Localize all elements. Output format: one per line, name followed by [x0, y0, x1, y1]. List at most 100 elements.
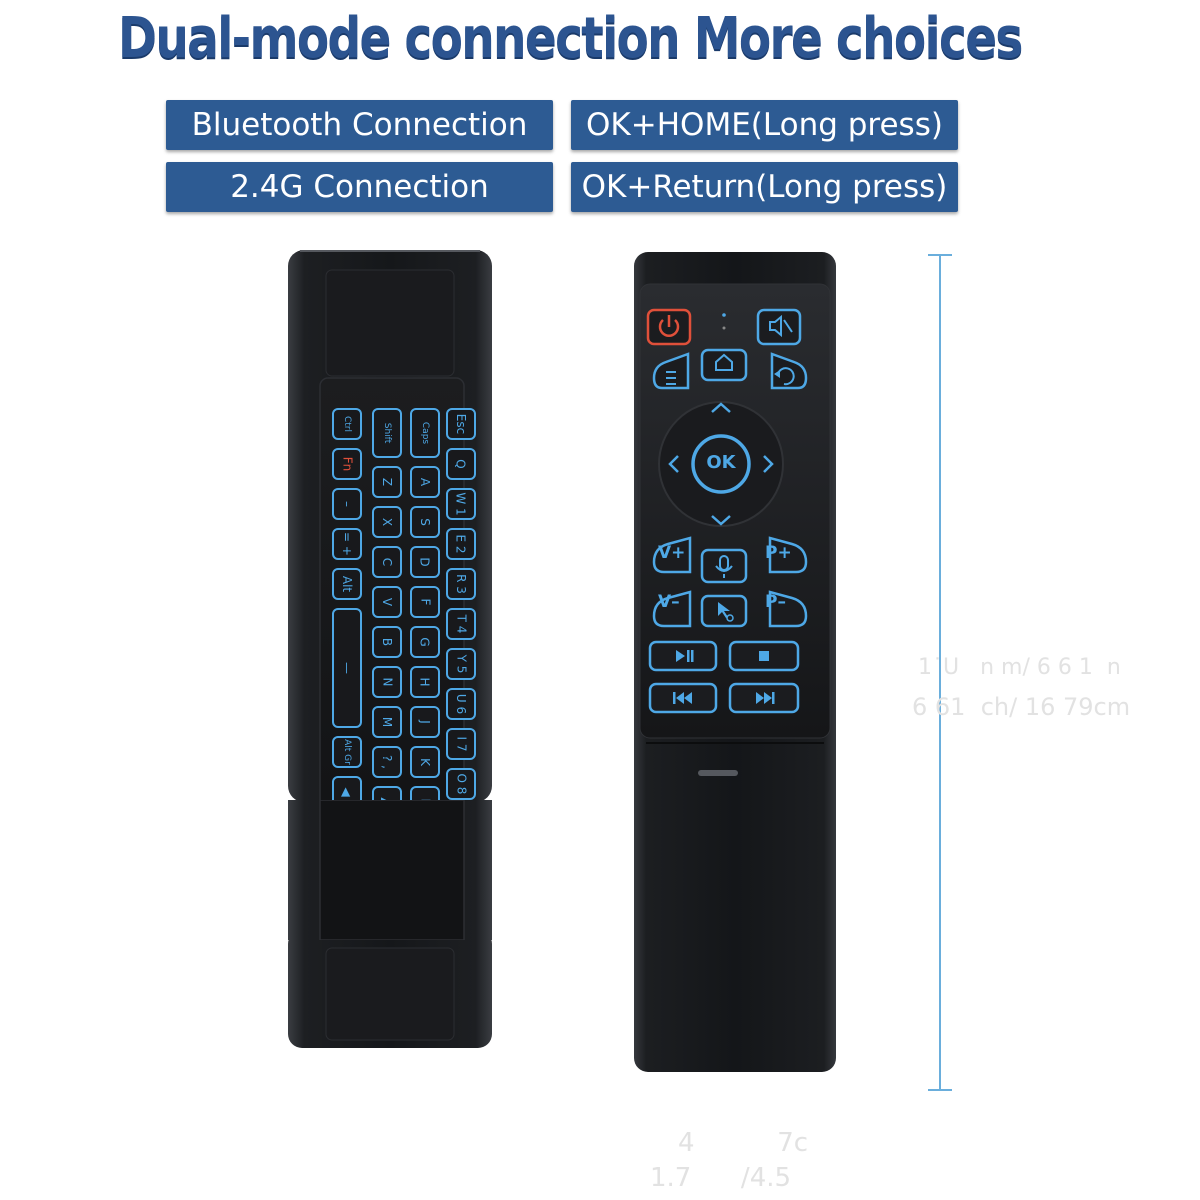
mode-box-24g: 2.4G Connection — [166, 162, 553, 212]
keyboard-key-label: C — [379, 557, 394, 567]
rewind-button[interactable] — [648, 682, 718, 714]
keyboard-key[interactable]: B — [372, 626, 402, 658]
keyboard-key[interactable]: N — [372, 666, 402, 698]
keyboard-key[interactable]: — — [332, 608, 362, 728]
keyboard-key-label: Z — [379, 477, 394, 487]
keyboard-key-label: B — [379, 637, 394, 647]
vol-up-button[interactable] — [652, 536, 692, 574]
keyboard-device-bottom — [288, 930, 492, 1048]
dpad-up-icon — [711, 402, 731, 413]
keyboard-key-label: ◀ — [339, 787, 354, 797]
keyboard-key-label: = + — [340, 532, 354, 556]
keyboard-key[interactable]: ? , — [372, 746, 402, 778]
mouse-mode-button[interactable] — [700, 594, 748, 628]
keyboard-key-label: D — [418, 557, 432, 567]
keyboard-key-label: Q — [453, 459, 468, 469]
keyboard-key-label: V — [380, 597, 394, 607]
measure-text-1: 1˙U n m/ 6 6 1 n — [918, 655, 1121, 680]
measure-text-2: 6 61 ch/ 16 79cm — [912, 693, 1131, 721]
keyboard-key[interactable]: C — [372, 546, 402, 578]
keyboard-key[interactable]: J — [410, 706, 440, 738]
keyboard-key-label: S — [418, 518, 432, 526]
power-button[interactable] — [646, 308, 692, 346]
keyboard-key[interactable]: U 6 — [446, 688, 476, 720]
keyboard-key-label: X — [379, 517, 394, 527]
keyboard-key[interactable]: X — [372, 506, 402, 538]
measure-text-4: 1.7 /4.5 — [650, 1163, 792, 1193]
prog-up-button[interactable] — [768, 536, 808, 574]
keyboard-key[interactable]: Alt — [332, 568, 362, 600]
keyboard-key-label: Alt — [340, 575, 354, 593]
mute-button[interactable] — [756, 308, 802, 346]
keyboard-key-label: F — [418, 598, 432, 606]
menu-button[interactable] — [652, 352, 690, 390]
keyboard-key[interactable]: Alt Gr — [332, 736, 362, 768]
keyboard-key[interactable]: K — [410, 746, 440, 778]
keyboard-key[interactable]: S — [410, 506, 440, 538]
keyboard-key[interactable]: G — [410, 626, 440, 658]
keyboard-key[interactable]: T 4 — [446, 608, 476, 640]
prog-down-button[interactable] — [768, 590, 808, 628]
measure-text-3: 4 7c — [678, 1128, 809, 1158]
vol-down-button[interactable] — [652, 590, 692, 628]
keyboard-key[interactable]: D — [410, 546, 440, 578]
keyboard-key[interactable]: W 1 — [446, 488, 476, 520]
keyboard-key-label: Esc — [454, 413, 468, 435]
ok-button — [691, 434, 751, 494]
keyboard-key[interactable]: R 3 — [446, 568, 476, 600]
keyboard-key-label: Ctrl — [341, 415, 352, 433]
keyboard-key-label: — — [340, 662, 354, 674]
keyboard-key[interactable]: Y 5 — [446, 648, 476, 680]
keyboard-key[interactable]: = + — [332, 528, 362, 560]
keyboard-key-label: I 7 — [454, 736, 468, 752]
height-measure-line — [928, 254, 952, 1091]
indicator-dot-icon — [722, 313, 726, 317]
keyboard-key-label: J — [417, 720, 432, 724]
remote-slot — [698, 770, 738, 776]
vol-up-label: V+ — [658, 543, 686, 563]
keyboard-key-label: Shift — [382, 422, 392, 444]
keyboard-key[interactable]: F — [410, 586, 440, 618]
fast-forward-button[interactable] — [728, 682, 800, 714]
mode-box-bluetooth-combo: OK+HOME(Long press) — [571, 100, 958, 150]
keyboard-key-label: A — [418, 477, 432, 487]
keyboard-key[interactable]: Esc — [446, 408, 476, 440]
keyboard-key[interactable]: V — [372, 586, 402, 618]
dpad-right-icon — [763, 455, 774, 473]
home-button[interactable] — [700, 348, 748, 382]
back-button[interactable] — [770, 352, 808, 390]
keyboard-key[interactable]: H — [410, 666, 440, 698]
ok-label: OK — [706, 452, 736, 473]
keyboard-key[interactable]: – — [332, 488, 362, 520]
keyboard-key[interactable]: A — [410, 466, 440, 498]
keyboard-key-label: O 8 — [454, 773, 468, 795]
keyboard-key-label: R 3 — [453, 574, 468, 594]
keyboard-key[interactable]: I 7 — [446, 728, 476, 760]
keyboard-key-label: Alt Gr — [341, 739, 352, 765]
keyboard-key[interactable]: Ctrl — [332, 408, 362, 440]
voice-button[interactable] — [700, 548, 748, 584]
keyboard-key-label: – — [340, 501, 354, 507]
keyboard-key-label: H — [418, 677, 432, 687]
dpad[interactable] — [658, 401, 784, 527]
vol-down-label: V– — [658, 592, 680, 612]
keyboard-key[interactable]: E 2 — [446, 528, 476, 560]
keyboard-key[interactable]: Shift — [372, 408, 402, 458]
prog-down-label: P– — [765, 592, 786, 612]
keyboard-device-middle — [288, 800, 492, 940]
keyboard-key[interactable]: Z — [372, 466, 402, 498]
keyboard-key-label: W 1 — [453, 492, 468, 516]
headline: Dual-mode connection More choices — [118, 6, 1023, 71]
play-pause-button[interactable] — [648, 640, 718, 672]
keyboard-key[interactable]: Q — [446, 448, 476, 480]
keyboard-key[interactable]: Caps — [410, 408, 440, 458]
keyboard-key[interactable]: O 8 — [446, 768, 476, 800]
keyboard-key-label: M — [379, 716, 394, 728]
mode-box-bluetooth: Bluetooth Connection — [166, 100, 553, 150]
keyboard-key-label: E 2 — [454, 534, 468, 554]
keyboard-key[interactable]: M — [372, 706, 402, 738]
keyboard-key[interactable]: Fn — [332, 448, 362, 480]
remote-buttons — [646, 308, 808, 714]
stop-button[interactable] — [728, 640, 800, 672]
prog-up-label: P+ — [765, 543, 792, 563]
